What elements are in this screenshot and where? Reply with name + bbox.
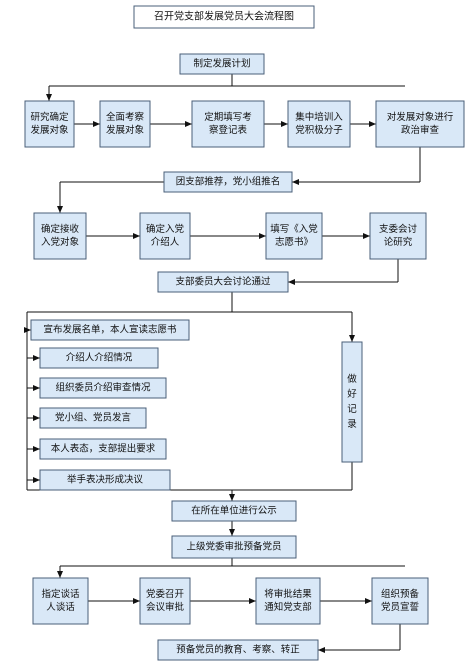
node-receive <box>33 212 87 260</box>
flowchart-nodes <box>24 5 465 661</box>
step-register: 定期填写考察登记表 <box>204 111 252 136</box>
step-publicize: 在所在单位进行公示 <box>191 505 277 517</box>
step-notify: 将审批结果通知党支部 <box>264 588 312 613</box>
node-org-report <box>39 377 167 399</box>
node-introducer <box>139 212 191 260</box>
step-intro-report: 介绍人介绍情况 <box>66 352 133 364</box>
node-oath <box>371 577 429 625</box>
node-talk <box>32 577 89 625</box>
step-oath: 组织预备党员宣誓 <box>381 588 420 613</box>
step-final: 预备党员的教育、考察、转正 <box>176 644 300 656</box>
node-train <box>287 100 351 148</box>
step-announce: 宣布发展名单，本人宣读志愿书 <box>43 324 177 336</box>
step-group-speak: 党小组、党员发言 <box>55 412 132 424</box>
title-box <box>133 5 315 29</box>
node-approve <box>171 535 297 559</box>
step-introducer: 确定入党介绍人 <box>146 223 185 248</box>
node-approve-meeting <box>139 577 191 625</box>
node-publicize <box>171 500 297 522</box>
node-notify <box>255 577 321 625</box>
step-committee: 支委会讨论研究 <box>379 223 418 248</box>
step-recommend: 团支部推荐，党小组推名 <box>176 176 281 188</box>
step-approve-meeting: 党委召开会议审批 <box>146 588 185 613</box>
node-plan <box>179 53 265 75</box>
step-talk: 指定谈话人谈话 <box>41 588 80 613</box>
node-recommend <box>163 171 293 193</box>
step-application: 填写《入党志愿书》 <box>270 223 318 248</box>
node-inspect <box>99 100 151 148</box>
step-stance: 本人表态，支部提出要求 <box>51 443 156 455</box>
node-stance <box>39 438 167 460</box>
node-group-speak <box>39 407 147 429</box>
node-intro-report <box>39 347 159 369</box>
node-announce <box>30 319 190 341</box>
node-vote <box>39 469 171 491</box>
step-org-report: 组织委员介绍审查情况 <box>55 382 151 394</box>
step-approve: 上级党委审批预备党员 <box>186 541 281 553</box>
node-final <box>157 639 319 661</box>
step-meeting: 支部委员大会讨论通过 <box>175 276 271 288</box>
step-train: 集中培训入党积极分子 <box>295 111 343 136</box>
step-review: 对发展对象进行政治审查 <box>387 111 454 136</box>
node-review <box>375 100 465 148</box>
node-record <box>341 341 363 463</box>
step-receive: 确定接收入党对象 <box>41 223 80 248</box>
node-committee <box>369 212 427 260</box>
step-vote: 举手表决形成决议 <box>67 474 144 486</box>
step-study: 研究确定发展对象 <box>30 111 69 136</box>
step-plan: 制定发展计划 <box>193 58 250 70</box>
node-meeting <box>157 271 289 293</box>
node-application <box>265 212 323 260</box>
node-study <box>24 100 75 148</box>
step-record: 做好记录 <box>347 373 357 430</box>
node-register <box>191 100 265 148</box>
chart-title: 召开党支部发展党员大会流程图 <box>154 10 294 23</box>
step-inspect: 全面考察发展对象 <box>106 111 145 136</box>
